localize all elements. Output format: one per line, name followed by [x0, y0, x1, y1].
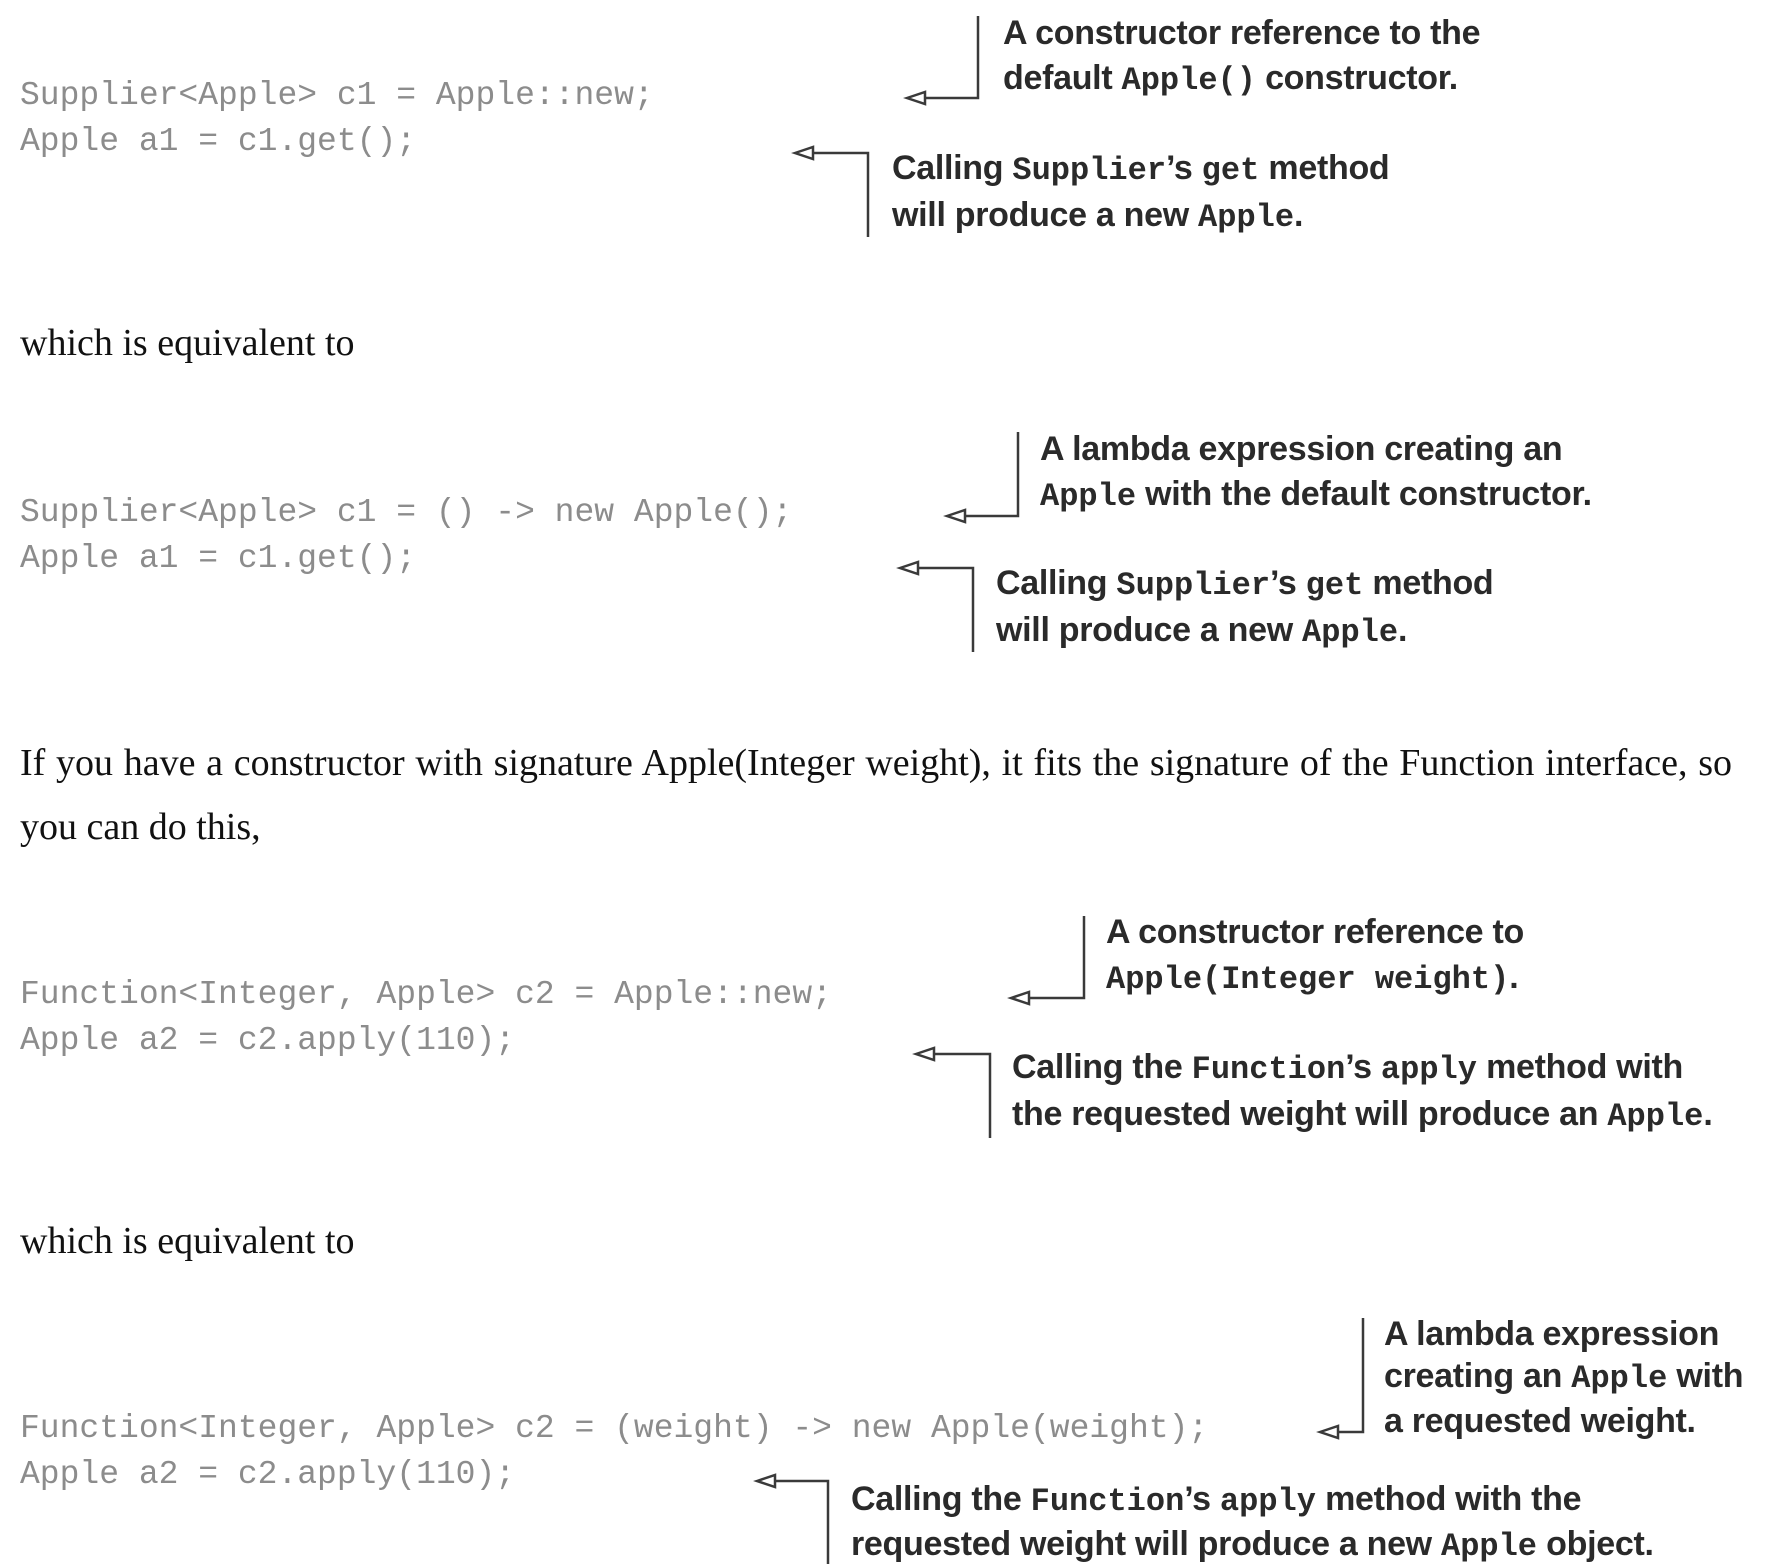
- code-line: Function<Integer, Apple> c2 = (weight) -…: [20, 1410, 1209, 1447]
- annotation-line: default Apple() constructor.: [1003, 59, 1458, 99]
- prose-equivalent-1: which is equivalent to: [20, 322, 355, 364]
- code-block-function-constructor-ref: Function<Integer, Apple> c2 = Apple::new…: [20, 972, 832, 1064]
- annotation-line: Calling Supplier’s get method: [996, 564, 1494, 604]
- callout-line: [965, 432, 1020, 518]
- arrowhead-icon: [943, 508, 967, 524]
- annotation-constructor-reference: A constructor reference to the default A…: [1003, 11, 1480, 103]
- annotation-constructor-ref-weight: A constructor reference to Apple(Integer…: [1106, 910, 1524, 1002]
- annotation-line: A lambda expression creating an: [1040, 430, 1563, 468]
- annotation-line: the requested weight will produce an App…: [1012, 1095, 1713, 1135]
- callout-line: [813, 151, 870, 237]
- annotation-line: will produce a new Apple.: [996, 611, 1408, 651]
- code-line: Supplier<Apple> c1 = Apple::new;: [20, 77, 654, 114]
- annotation-line: A constructor reference to: [1106, 913, 1524, 951]
- code-block-supplier-constructor-ref: Supplier<Apple> c1 = Apple::new;Apple a1…: [20, 73, 654, 165]
- annotation-line: Calling the Function’s apply method with: [1012, 1048, 1683, 1088]
- annotation-line: requested weight will produce a new Appl…: [851, 1525, 1654, 1565]
- annotation-line: Apple(Integer weight).: [1106, 958, 1519, 998]
- arrowhead-icon: [791, 145, 815, 161]
- annotation-lambda-default: A lambda expression creating an Apple wi…: [1040, 427, 1592, 519]
- code-line: Apple a1 = c1.get();: [20, 123, 417, 160]
- annotation-function-apply-2: Calling the Function’s apply method with…: [851, 1478, 1654, 1568]
- annotation-line: creating an Apple with: [1384, 1357, 1744, 1397]
- code-line: Supplier<Apple> c1 = () -> new Apple();: [20, 494, 793, 531]
- callout-line: [775, 1479, 830, 1564]
- arrowhead-icon: [1316, 1424, 1340, 1440]
- arrowhead-icon: [896, 560, 920, 576]
- annotation-line: a requested weight.: [1384, 1402, 1696, 1440]
- prose-equivalent-2: which is equivalent to: [20, 1220, 355, 1262]
- arrowhead-icon: [912, 1046, 936, 1062]
- code-block-function-lambda: Function<Integer, Apple> c2 = (weight) -…: [20, 1406, 1208, 1498]
- prose-function-signature: If you have a constructor with signature…: [20, 742, 1732, 848]
- annotation-supplier-get: Calling Supplier’s get method will produ…: [892, 146, 1390, 240]
- code-line: Apple a2 = c2.apply(110);: [20, 1456, 516, 1493]
- callout-line: [925, 16, 980, 100]
- annotation-lambda-weight: A lambda expression creating an Apple wi…: [1384, 1313, 1744, 1442]
- annotation-line: will produce a new Apple.: [892, 196, 1304, 236]
- annotation-line: A constructor reference to the: [1003, 14, 1481, 52]
- code-line: Function<Integer, Apple> c2 = Apple::new…: [20, 976, 832, 1013]
- arrowhead-icon: [903, 90, 927, 106]
- annotation-line: A lambda expression: [1384, 1315, 1720, 1353]
- annotation-line: Apple with the default constructor.: [1040, 475, 1592, 515]
- arrowhead-icon: [1007, 990, 1031, 1006]
- arrowhead-icon: [753, 1473, 777, 1489]
- callout-line: [918, 566, 975, 652]
- code-line: Apple a1 = c1.get();: [20, 540, 417, 577]
- annotation-line: Calling the Function’s apply method with…: [851, 1480, 1582, 1520]
- code-line: Apple a2 = c2.apply(110);: [20, 1022, 516, 1059]
- callout-line: [1338, 1318, 1365, 1434]
- callout-line: [1029, 916, 1086, 1000]
- code-block-supplier-lambda: Supplier<Apple> c1 = () -> new Apple(); A…: [20, 490, 792, 582]
- annotation-supplier-get-2: Calling Supplier’s get method will produ…: [996, 561, 1494, 655]
- annotation-line: Calling Supplier’s get method: [892, 149, 1390, 189]
- annotation-function-apply: Calling the Function’s apply method with…: [1012, 1045, 1713, 1139]
- callout-line: [934, 1052, 992, 1138]
